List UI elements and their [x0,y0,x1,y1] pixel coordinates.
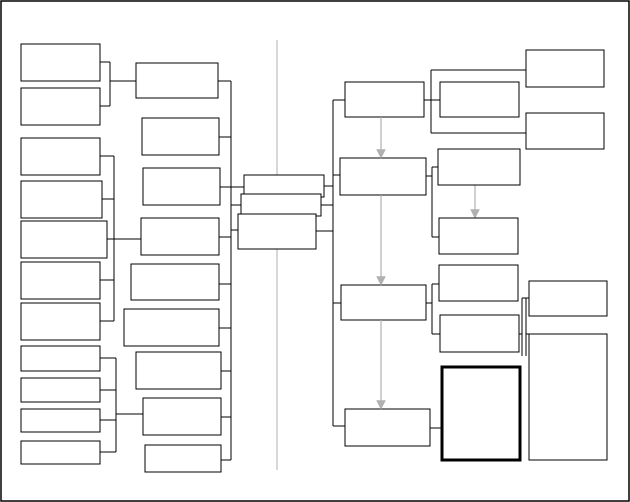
right-spine-box[interactable] [344,81,425,118]
left-mid-box[interactable] [141,117,220,156]
right-spine-box[interactable] [344,408,431,447]
left-leaf-box[interactable] [20,87,101,126]
center-right-connectors [316,99,345,427]
right-branch-box[interactable] [439,314,520,353]
left-leaf-boxes [20,43,108,465]
left-mid-box[interactable] [123,308,220,347]
far-right-tall-box[interactable] [528,333,608,461]
left-mid-box[interactable] [144,444,222,473]
center-box-bottom[interactable] [237,213,317,250]
right-branch-box[interactable] [438,217,519,255]
right-spine-box[interactable] [339,157,427,196]
left-mid-box[interactable] [135,351,222,390]
right-branch-box[interactable] [438,264,519,302]
left-leaf-box[interactable] [20,261,101,300]
left-leaf-box[interactable] [20,377,101,403]
left-mid-connectors [218,80,244,461]
left-leaf-box[interactable] [20,43,101,82]
center-stack [237,174,325,250]
right-branch-box[interactable] [439,81,520,118]
far-right-boxes [525,49,608,461]
far-right-box[interactable] [525,112,605,150]
right-branch-connectors [424,69,529,429]
right-spine-box[interactable] [340,284,427,321]
left-mid-box[interactable] [142,167,221,206]
left-leaf-box[interactable] [20,137,101,176]
left-leaf-connectors [100,61,143,453]
left-mid-box[interactable] [140,217,220,256]
right-branch-boxes [437,81,522,462]
right-branch-box[interactable] [437,148,521,186]
left-leaf-box[interactable] [20,302,101,341]
left-leaf-box[interactable] [20,180,103,219]
left-leaf-box[interactable] [20,345,101,372]
center-box-middle[interactable] [240,193,322,217]
left-leaf-box[interactable] [20,408,101,433]
spine-flow-arrows [376,117,480,410]
far-right-box[interactable] [528,280,608,317]
highlighted-box[interactable] [440,365,522,462]
right-spine-boxes [339,81,431,447]
left-leaf-box[interactable] [20,440,101,465]
left-mid-box[interactable] [142,397,222,436]
left-mid-box[interactable] [130,263,220,301]
far-right-box[interactable] [525,49,605,88]
left-leaf-box[interactable] [20,220,108,259]
left-mid-box[interactable] [135,62,219,99]
left-mid-boxes [123,62,222,473]
